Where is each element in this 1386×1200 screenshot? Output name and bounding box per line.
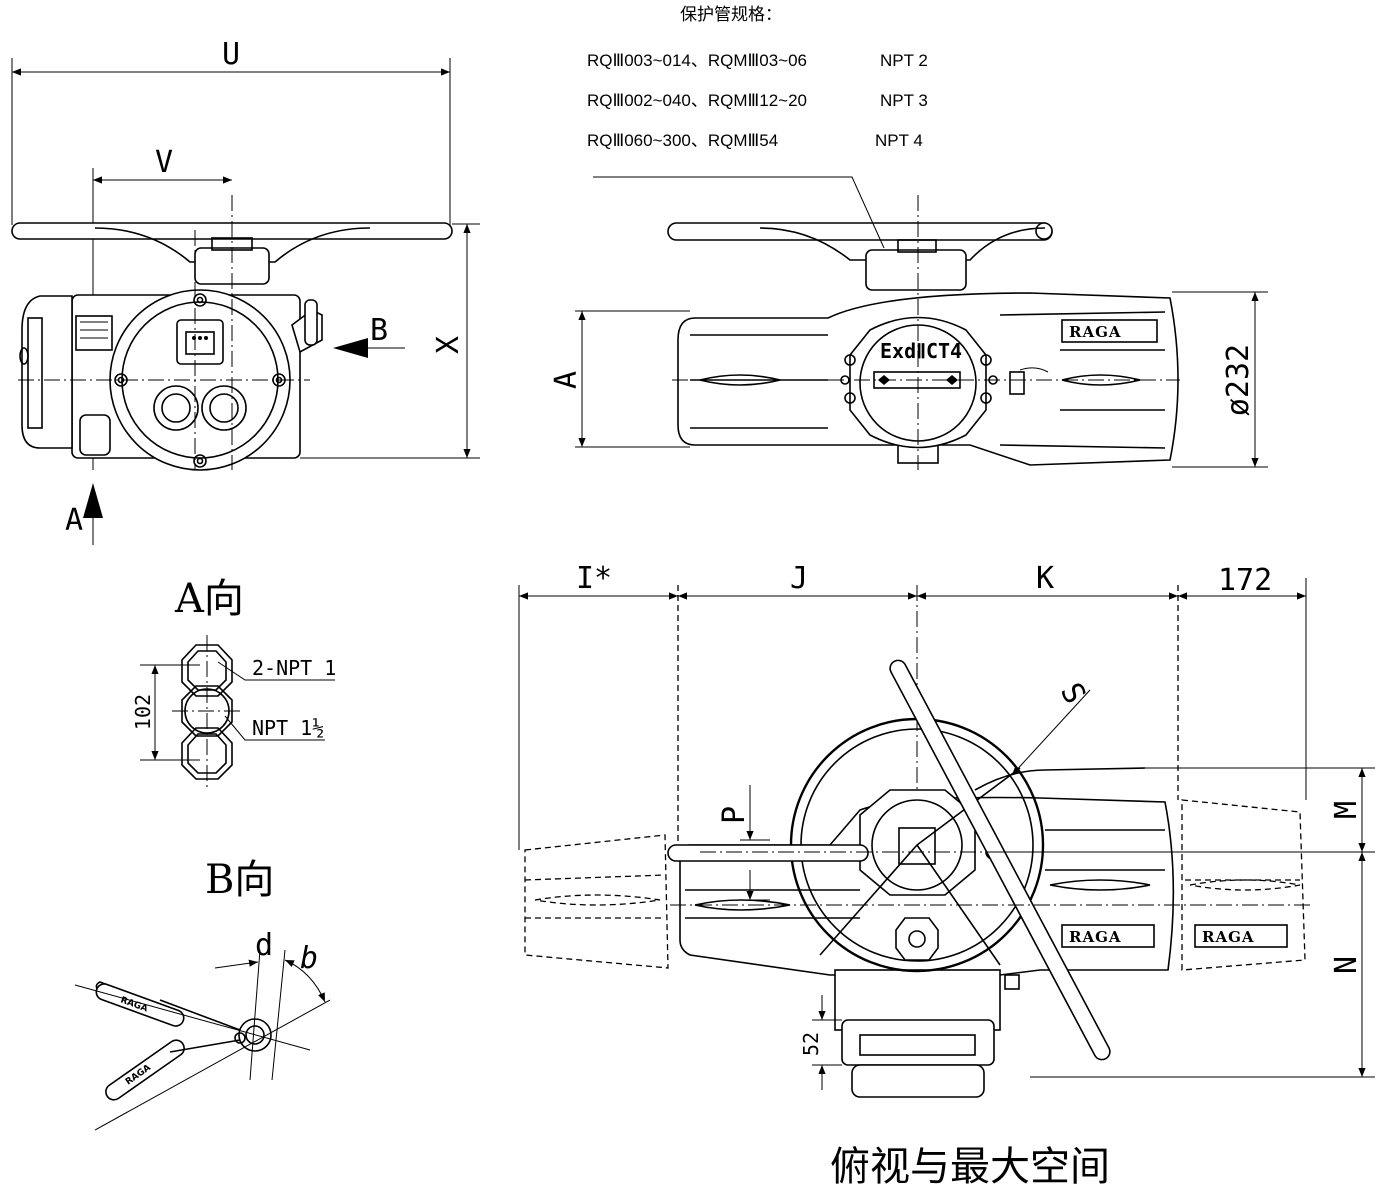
top-view-caption: 俯视与最大空间 [830,1144,1110,1190]
view-b: B向 RAGA RAGA d b [74,857,331,1131]
top-brand-solid: RAGA [1069,928,1122,946]
side-dim-dia-label: ø232 [1221,344,1256,416]
top-dim-i: I* [576,561,612,596]
dim-u-label: U [222,37,240,72]
top-view: I* J K 172 RAGA RAGA [518,561,1375,1190]
spec-row-2-models: RQⅢ002~040、RQMⅢ12~20 [587,91,807,110]
top-dim-52: 52 [799,1032,823,1056]
top-dim-m: M [1329,801,1364,819]
view-a-caption: A向 [174,576,244,622]
dim-x-label: X [431,336,466,354]
side-view: RAGA ExdⅡCT4 A ø232 [549,176,1268,470]
side-dim-a-label: A [549,371,584,389]
view-a-label-mid: NPT 1½ [252,716,324,740]
arrow-b-label: B [370,313,388,348]
side-brand-label: RAGA [1069,323,1122,341]
view-a-label-top: 2-NPT 1 [252,656,336,680]
spec-row-1-models: RQⅢ003~014、RQMⅢ03~06 [587,51,807,70]
view-b-label-d: d [255,928,273,963]
top-dim-p: P [717,806,752,824]
side-ex-mark: ExdⅡCT4 [880,339,962,363]
top-dim-n: N [1329,956,1364,974]
top-brand-dashed: RAGA [1202,928,1255,946]
spec-row-3-thread: NPT 4 [875,131,923,150]
arrow-a-label: A [65,503,83,538]
view-b-label-b: b [300,941,318,976]
dim-v-label: V [155,145,173,180]
view-b-caption: B向 [205,857,274,903]
spec-row-3-models: RQⅢ060~300、RQMⅢ54 [587,131,778,150]
top-dim-k: K [1036,561,1054,596]
front-view: U V [11,37,480,545]
view-a-dim-102: 102 [131,694,155,730]
view-a: A向 102 2-NPT 1 NPT 1½ [131,576,336,790]
spec-block: 保护管规格： RQⅢ003~014、RQMⅢ03~06 NPT 2 RQⅢ002… [587,5,928,150]
top-dim-j: J [790,561,808,596]
top-dim-s: S [1053,677,1092,709]
top-dim-172: 172 [1218,563,1272,598]
spec-row-1-thread: NPT 2 [880,51,928,70]
spec-row-2-thread: NPT 3 [880,91,928,110]
spec-title: 保护管规格： [680,5,782,24]
